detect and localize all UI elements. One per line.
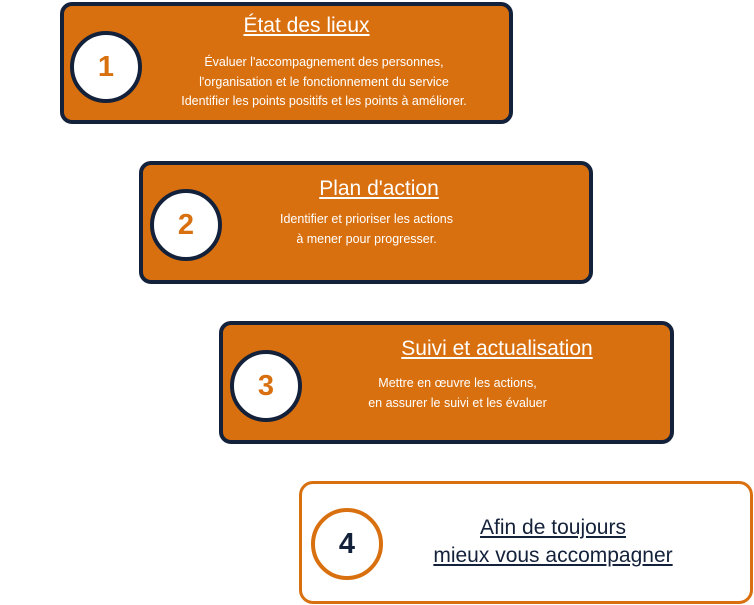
step-2-description: Identifier et prioriser les actions à me… [239, 210, 494, 249]
step-4-box: 4 Afin de toujours mieux vous accompagne… [299, 481, 753, 604]
step-2-number-circle: 2 [150, 189, 222, 261]
step-4-number-circle: 4 [311, 508, 383, 580]
step-1-title: État des lieux [243, 14, 370, 37]
step-4-line-1: Afin de toujours [480, 516, 626, 539]
step-3-box: 3 Suivi et actualisation Mettre en œuvre… [219, 321, 674, 444]
step-1-line-3: Identifier les points positifs et les po… [181, 94, 467, 108]
step-1-description: Évaluer l'accompagnement des personnes, … [138, 53, 510, 112]
step-3-line-1: Mettre en œuvre les actions, [378, 376, 537, 390]
step-3-title: Suivi et actualisation [401, 337, 593, 360]
step-1-box: 1 État des lieux Évaluer l'accompagnemen… [60, 2, 513, 124]
step-3-line-2: en assurer le suivi et les évaluer [368, 395, 547, 410]
step-2-number: 2 [177, 208, 195, 241]
step-1-number: 1 [97, 50, 115, 83]
step-1-line-1: Évaluer l'accompagnement des personnes, [204, 55, 444, 69]
step-4-number: 4 [338, 527, 356, 560]
step-2-line-2: à mener pour progresser. [296, 231, 437, 246]
step-3-number: 3 [257, 369, 275, 402]
step-2-line-1: Identifier et prioriser les actions [280, 212, 453, 226]
step-3-description: Mettre en œuvre les actions, en assurer … [330, 374, 585, 413]
step-1-line-2: l'organisation et le fonctionnement du s… [199, 74, 449, 89]
step-2-box: 2 Plan d'action Identifier et prioriser … [139, 161, 593, 284]
step-1-number-circle: 1 [70, 31, 142, 103]
step-4-line-2: mieux vous accompagner [433, 544, 673, 567]
step-2-title: Plan d'action [319, 177, 439, 200]
step-3-number-circle: 3 [230, 350, 302, 422]
step-4-text: Afin de toujours mieux vous accompagner [403, 514, 703, 570]
